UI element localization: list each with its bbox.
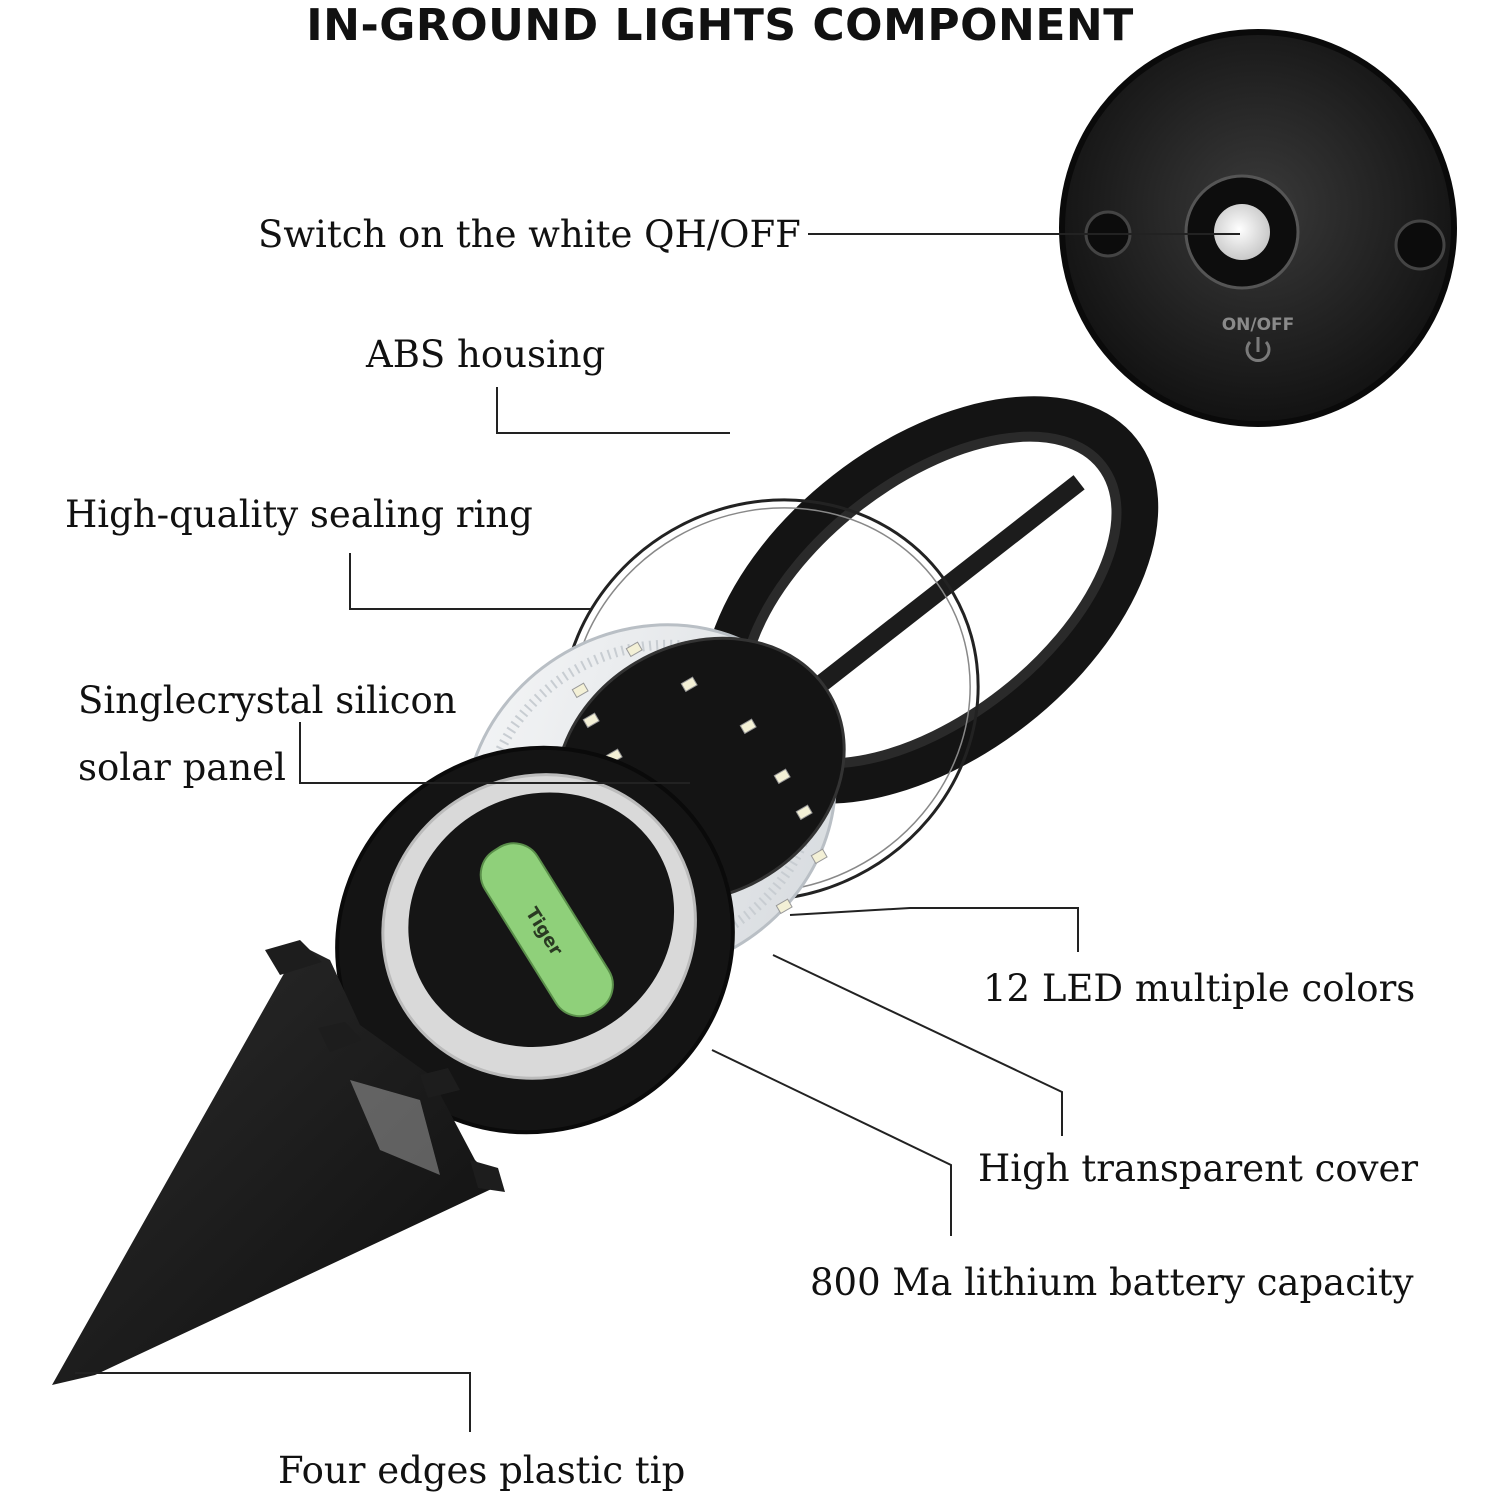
leader-tip	[75, 1372, 471, 1432]
label-sealing-ring: High-quality sealing ring	[65, 493, 533, 536]
label-led: 12 LED multiple colors	[983, 967, 1416, 1010]
led-3-icon	[739, 718, 757, 735]
switch-closeup	[1059, 29, 1457, 427]
page-title: IN-GROUND LIGHTS COMPONENT	[306, 0, 1134, 51]
leader-lines	[75, 233, 1240, 1432]
label-solar-line-2: solar panel	[78, 746, 286, 789]
switch-screw-right-icon	[1394, 219, 1446, 271]
spike-fin-top	[265, 940, 322, 975]
spike-fin-end	[470, 1160, 505, 1192]
spike-highlight	[350, 1080, 440, 1175]
leader-battery	[711, 1049, 952, 1236]
switch-button-icon	[1214, 204, 1270, 260]
switch-on-off-print: ON/OFF	[1222, 315, 1295, 335]
spike-fin-mid	[318, 1022, 362, 1052]
label-solar-line-1: Singlecrystal silicon	[78, 679, 457, 722]
led-2-icon	[680, 676, 698, 693]
battery-cell	[479, 842, 614, 1018]
label-switch: Switch on the white QH/OFF	[258, 213, 801, 256]
power-icon	[1245, 337, 1271, 362]
leader-sealing	[349, 553, 592, 610]
led-4-icon	[773, 768, 791, 785]
plastic-tip-spike	[52, 940, 505, 1385]
leader-led	[789, 907, 1079, 952]
leader-housing	[496, 387, 730, 434]
led-5-icon	[795, 804, 813, 821]
led-6-icon	[810, 848, 828, 865]
label-battery: 800 Ma lithium battery capacity	[810, 1261, 1414, 1304]
led-11-icon	[571, 682, 589, 699]
led-1-icon	[625, 641, 643, 658]
leader-cover	[772, 954, 1063, 1136]
label-cover: High transparent cover	[978, 1147, 1419, 1190]
spike-fin-right	[420, 1068, 460, 1098]
label-plastic-tip: Four edges plastic tip	[278, 1449, 686, 1492]
battery-icon: Tiger	[479, 842, 614, 1018]
spike-body	[52, 945, 500, 1385]
leader-solar	[299, 722, 690, 784]
led-12-icon	[582, 712, 600, 729]
housing-crossbar	[774, 475, 1085, 724]
led-8-icon	[775, 898, 793, 915]
label-abs-housing: ABS housing	[366, 333, 606, 376]
